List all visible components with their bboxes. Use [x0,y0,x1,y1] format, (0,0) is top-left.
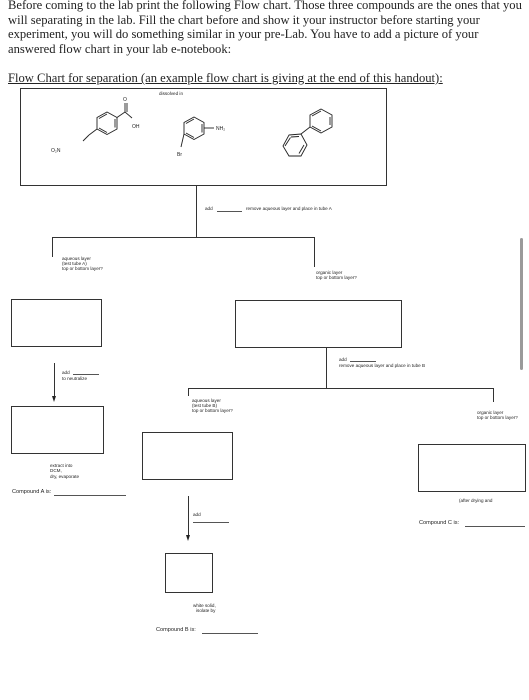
left-drop-1 [52,237,53,257]
right-layer-label-1: organic layer [316,270,343,275]
left-extract-2: DCM, [50,468,62,473]
compounds-box: dissolved in O OH O₂N NH₂ Br [20,88,387,186]
answer-box-aqueous-b[interactable] [142,432,233,480]
middle-arrow-line [188,496,189,536]
right-instruction: remove aqueous layer and place in tube B [339,363,426,368]
split-line-2 [188,388,493,389]
svg-text:O: O [123,97,127,103]
answer-box-solid[interactable] [165,553,213,593]
compound-a-blank[interactable] [54,495,126,496]
left-arrow-line-1 [54,363,55,397]
step1-instruction: remove aqueous layer and place in tube A [246,206,332,211]
right-add-blank[interactable] [350,361,376,362]
middle-drop [188,388,189,396]
right-trunk-line-2 [326,348,327,388]
left-arrowhead-1 [51,396,56,402]
oh-label: OH [132,124,140,130]
far-right-layer-label-2: top or bottom layer? [477,415,518,420]
step1-add: add [205,206,213,211]
flowchart-title: Flow Chart for separation (an example fl… [8,71,443,85]
answer-box-neutralized[interactable] [11,406,104,454]
compound-b-label: Compound B is: [156,627,196,633]
left-add: add [62,370,70,375]
intro-paragraph: Before coming to the lab print the follo… [8,0,522,56]
left-add-blank[interactable] [73,374,99,375]
far-right-drop [493,388,494,402]
br-label: Br [177,152,182,158]
middle-solid-2: isolate by [196,608,216,613]
nh2-label: NH₂ [216,126,225,132]
step1-add-blank[interactable] [217,211,242,212]
dissolved-label: dissolved in [159,91,184,96]
left-layer-label-2: (test tube A) [62,261,87,266]
middle-layer-label-1: aqueous layer [192,398,221,403]
middle-solid-1: white solid, [193,603,216,608]
middle-add: add [193,512,201,517]
split-line-1 [52,237,314,238]
main-trunk-line [196,186,197,237]
left-extract-3: dry, evaporate [50,474,80,479]
far-right-layer-label-1: organic layer [477,410,504,415]
bromoaniline-structure: NH₂ Br [177,116,225,158]
biphenyl-structure [282,108,333,157]
answer-box-organic[interactable] [235,300,402,348]
middle-layer-label-2: (test tube B) [192,403,218,408]
right-layer-label-2: top or bottom layer? [316,275,357,280]
compound-c-label: Compound C is: [419,520,460,526]
right-drop-1 [314,237,315,267]
middle-arrowhead [185,535,190,541]
right-add: add [339,357,347,362]
nitrobenzoic-acid-structure: O OH O₂N [51,97,140,154]
answer-box-aqueous-a[interactable] [11,299,102,347]
answer-box-organic-final[interactable] [418,444,526,492]
left-layer-label-1: aqueous layer [62,256,91,261]
left-layer-label-3: top or bottom layer? [62,266,103,271]
compound-c-blank[interactable] [465,526,525,527]
left-extract-1: extract into [50,463,73,468]
compound-structures: O OH O₂N NH₂ Br [51,97,333,158]
left-neutralize: to neutralize [62,376,88,381]
scrollbar-thumb[interactable] [520,238,523,370]
no2-label: O₂N [51,148,61,154]
far-right-after-drying: (after drying and [459,498,493,503]
compound-b-blank[interactable] [202,633,258,634]
middle-layer-label-3: top or bottom layer? [192,408,233,413]
compound-a-label: Compound A is: [12,489,52,495]
middle-add-blank[interactable] [193,522,229,523]
